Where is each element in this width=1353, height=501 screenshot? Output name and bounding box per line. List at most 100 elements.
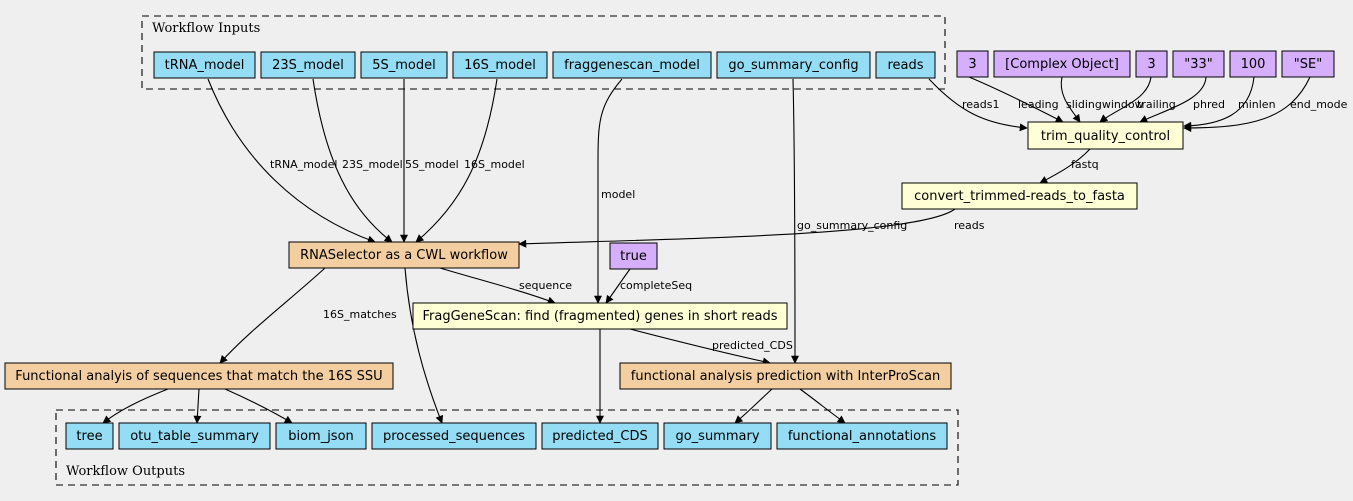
edge-functional-annotations [799, 388, 846, 424]
edge-tree [102, 388, 169, 424]
output-label-processed-sequences: processed_sequences [383, 429, 525, 444]
default-label-complete-seq: true [620, 249, 647, 264]
step-label-trim-quality-control: trim_quality_control [1041, 129, 1170, 144]
input-label-5s-model: 5S_model [372, 58, 436, 73]
output-label-tree: tree [76, 429, 102, 444]
edge-phred [1139, 76, 1207, 123]
input-node-fraggenescan-model[interactable]: fraggenescan_model [552, 51, 712, 79]
step-node-rna-selector[interactable]: RNASelector as a CWL workflow [288, 241, 520, 269]
edge-biom-json [224, 388, 293, 424]
edge-minlen [1183, 76, 1255, 130]
input-nodes: tRNA_model 23S_model 5S_model 16S_model … [153, 51, 936, 79]
default-node-trailing[interactable]: 3 [1135, 50, 1168, 78]
input-node-go-summary-config[interactable]: go_summary_config [716, 51, 871, 79]
edge-predicted-cds-interproscan [629, 328, 771, 366]
output-label-predicted-cds: predicted_CDS [552, 429, 648, 444]
output-node-predicted-cds[interactable]: predicted_CDS [541, 422, 659, 450]
default-label-slidingwindow: [Complex Object] [1005, 57, 1119, 72]
edge-go-summary-config [790, 78, 799, 364]
edge-label-sequence: sequence [519, 279, 572, 292]
input-node-trna-model[interactable]: tRNA_model [153, 51, 256, 79]
edge-16s-model [415, 78, 498, 243]
edge-label-23s-model: 23S_model [342, 158, 403, 171]
edge-processed-sequences [404, 267, 444, 424]
workflow-inputs-label: Workflow Inputs [152, 21, 260, 36]
output-label-functional-annotations: functional_annotations [788, 429, 937, 444]
input-label-fraggenescan-model: fraggenescan_model [564, 58, 700, 73]
default-label-trailing: 3 [1147, 57, 1155, 72]
default-label-phred: "33" [1184, 57, 1213, 72]
edge-label-5s-model: 5S_model [405, 158, 459, 171]
default-label-end-mode: "SE" [1294, 57, 1322, 72]
output-node-go-summary[interactable]: go_summary [663, 422, 772, 450]
output-node-biom-json[interactable]: biom_json [275, 422, 367, 450]
step-label-functional-16s: Functional analyis of sequences that mat… [15, 369, 382, 384]
output-node-otu-table-summary[interactable]: otu_table_summary [118, 422, 271, 450]
input-node-23s-model[interactable]: 23S_model [260, 51, 356, 79]
workflow-outputs-cluster: Workflow Outputs [55, 409, 959, 486]
input-node-reads[interactable]: reads [875, 51, 936, 79]
default-node-phred[interactable]: "33" [1172, 50, 1225, 78]
edge-label-leading: leading [1018, 98, 1059, 111]
input-label-trna-model: tRNA_model [165, 58, 245, 73]
input-label-16s-model: 16S_model [464, 58, 536, 73]
edge-labels: tRNA_model 23S_model 5S_model 16S_model … [270, 98, 1348, 352]
output-nodes: tree otu_table_summary biom_json process… [65, 422, 948, 450]
edge-label-16s-matches: 16S_matches [323, 308, 397, 321]
edge-sequence [439, 267, 556, 305]
workflow-inputs-cluster: Workflow Inputs [141, 15, 946, 90]
edge-label-trna-model: tRNA_model [270, 158, 337, 171]
edge-label-fastq: fastq [1071, 158, 1099, 171]
step-node-trim-quality-control[interactable]: trim_quality_control [1027, 121, 1184, 150]
step-node-fraggenescan[interactable]: FragGeneScan: find (fragmented) genes in… [412, 302, 788, 330]
edge-trailing [1099, 76, 1152, 123]
edge-label-phred: phred [1193, 98, 1225, 111]
input-node-5s-model[interactable]: 5S_model [360, 51, 448, 79]
default-node-minlen[interactable]: 100 [1229, 50, 1277, 78]
edge-go-summary [734, 388, 773, 424]
edge-slidingwindow [1060, 76, 1081, 123]
edge-leading [968, 76, 1064, 123]
edge-reads [518, 208, 956, 248]
input-label-reads: reads [887, 58, 923, 73]
input-node-16s-model[interactable]: 16S_model [452, 51, 548, 79]
default-node-end-mode[interactable]: "SE" [1281, 50, 1335, 78]
edge-label-go-summary-config: go_summary_config [797, 219, 907, 232]
edge-trna-model [207, 78, 376, 244]
step-node-convert-reads[interactable]: convert_trimmed-reads_to_fasta [901, 182, 1138, 210]
edge-label-reads: reads [954, 219, 985, 232]
edge-label-16s-model: 16S_model [464, 158, 525, 171]
step-node-interproscan[interactable]: functional analysis prediction with Inte… [619, 362, 952, 390]
step-label-interproscan: functional analysis prediction with Inte… [631, 369, 940, 384]
default-label-minlen: 100 [1241, 57, 1266, 72]
output-label-otu-table-summary: otu_table_summary [130, 429, 259, 444]
input-label-23s-model: 23S_model [272, 58, 344, 73]
default-nodes: 3 [Complex Object] 3 "33" 100 "SE" true [609, 50, 1335, 270]
output-node-tree[interactable]: tree [65, 422, 114, 450]
workflow-outputs-label: Workflow Outputs [66, 464, 185, 479]
edge-23s-model [312, 78, 393, 243]
edges [102, 76, 1311, 424]
default-node-slidingwindow[interactable]: [Complex Object] [993, 50, 1131, 78]
default-node-leading[interactable]: 3 [956, 50, 989, 78]
output-node-processed-sequences[interactable]: processed_sequences [371, 422, 537, 450]
edge-label-minlen: minlen [1238, 98, 1276, 111]
step-label-rna-selector: RNASelector as a CWL workflow [300, 248, 508, 263]
step-node-functional-16s[interactable]: Functional analyis of sequences that mat… [4, 362, 394, 390]
default-node-complete-seq[interactable]: true [609, 242, 658, 270]
edge-label-model: model [601, 188, 635, 201]
edge-16s-matches [219, 267, 326, 364]
edge-fraggenescan-model [594, 78, 623, 304]
edge-label-slidingwindow: slidingwindow [1066, 98, 1144, 111]
edge-label-trailing: trailing [1137, 98, 1176, 111]
step-nodes: trim_quality_control convert_trimmed-rea… [4, 121, 1184, 390]
output-label-go-summary: go_summary [675, 429, 759, 444]
edge-complete-seq [605, 268, 631, 304]
edge-label-predicted-cds: predicted_CDS [712, 339, 793, 352]
edge-label-complete-seq: completeSeq [620, 279, 692, 292]
edge-otu-table-summary [193, 388, 202, 424]
edge-end-mode [1183, 76, 1311, 132]
edge-label-reads1: reads1 [962, 98, 1000, 111]
output-node-functional-annotations[interactable]: functional_annotations [776, 422, 948, 450]
